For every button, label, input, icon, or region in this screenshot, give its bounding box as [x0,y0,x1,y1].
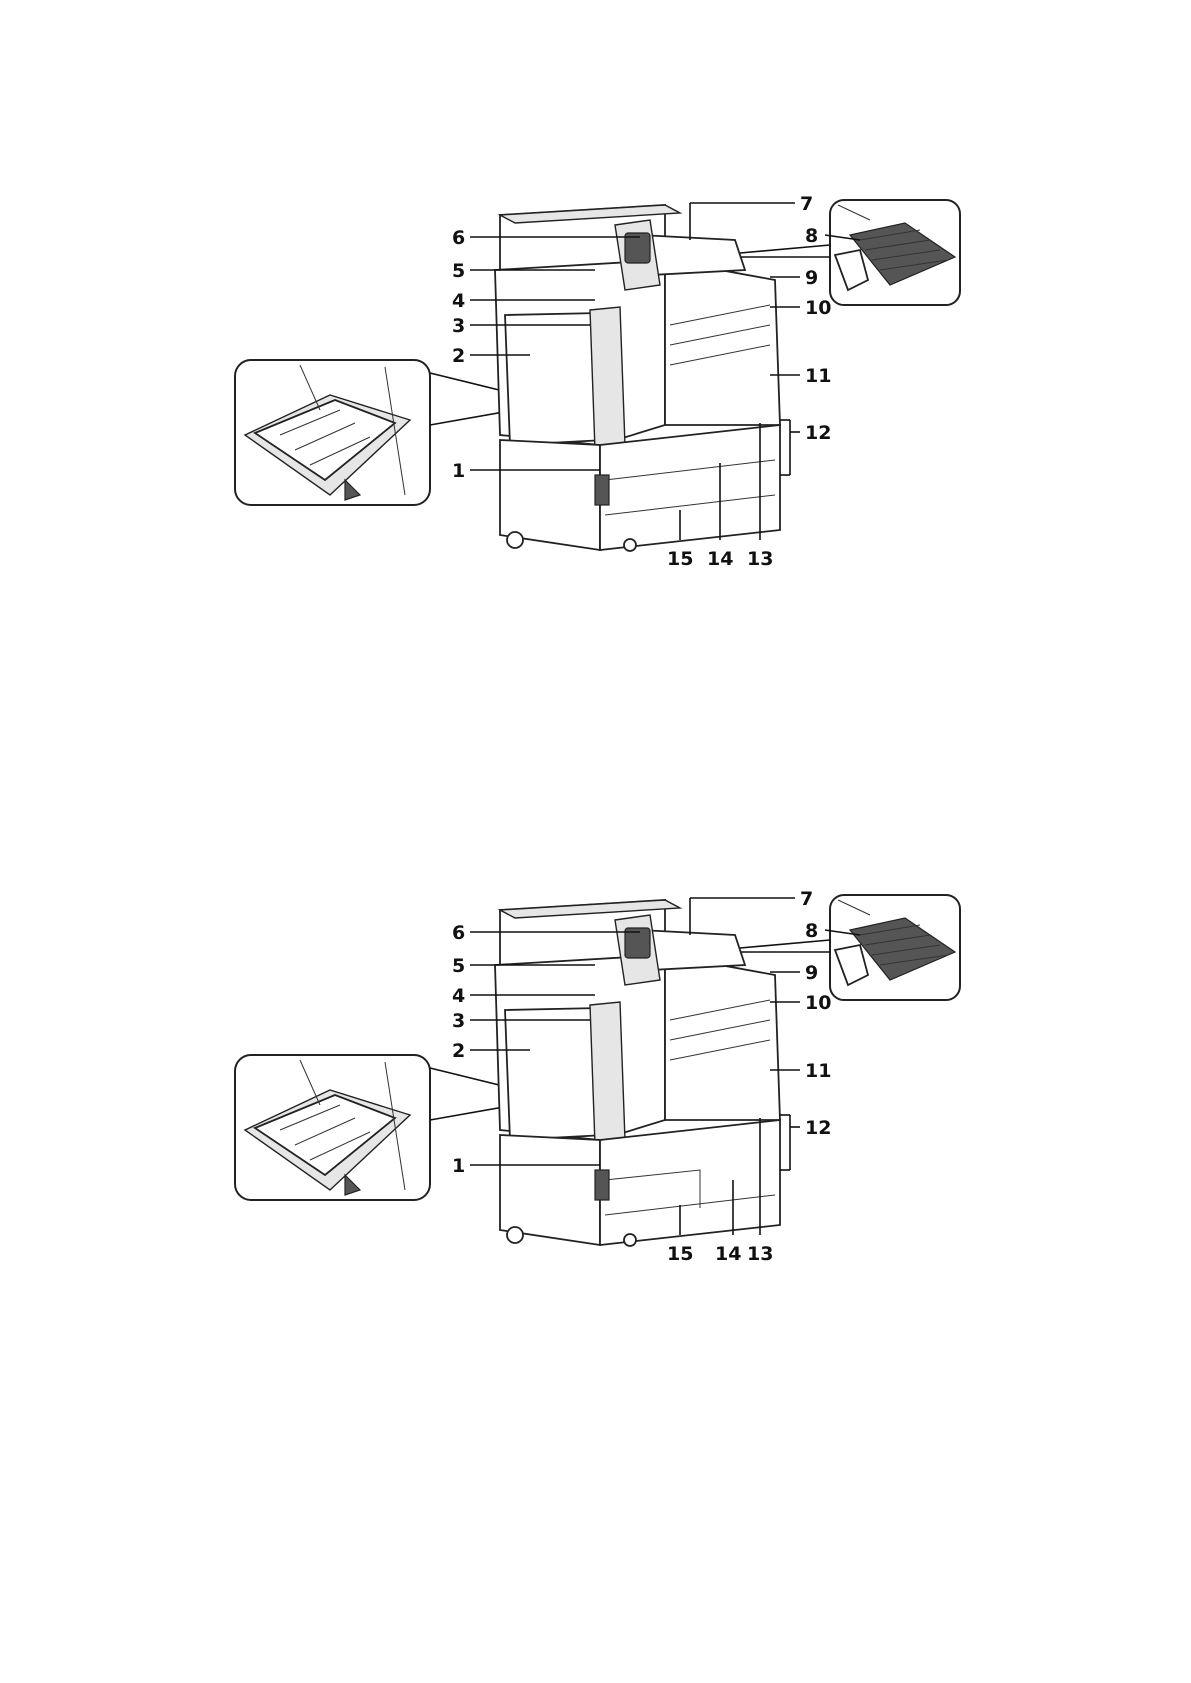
printer-body-icon [494,899,781,1247]
callout-14: 14 [715,1243,741,1265]
callout-4: 4 [452,290,465,312]
callout-6: 6 [452,922,465,944]
callout-5: 5 [452,260,465,282]
printer-diagram-top: 1 2 3 4 5 6 7 8 9 10 11 12 13 14 15 [0,193,1191,615]
callout-11: 11 [805,1060,831,1082]
callout-10: 10 [805,297,831,319]
callout-2: 2 [452,345,465,367]
callout-2: 2 [452,1040,465,1062]
callout-3: 3 [452,1010,465,1032]
printer-illustration-bottom: 1 2 3 4 5 6 7 8 9 10 11 12 13 14 15 [234,888,961,1265]
callout-11: 11 [805,365,831,387]
callout-5: 5 [452,955,465,977]
callout-9: 9 [805,962,818,984]
callout-6: 6 [452,227,465,249]
callout-8: 8 [805,225,818,247]
printer-illustration-top: 1 2 3 4 5 6 7 8 9 10 11 12 13 14 15 [234,193,961,570]
callout-1: 1 [452,1155,465,1177]
callout-7: 7 [800,193,813,215]
output-tray-inset-icon [829,894,961,1001]
callout-7: 7 [800,888,813,910]
callout-15: 15 [667,1243,693,1265]
callout-12: 12 [805,1117,831,1139]
printer-diagram-bottom: 1 2 3 4 5 6 7 8 9 10 11 12 13 14 15 [0,888,1191,1310]
callout-13: 13 [747,1243,773,1265]
callout-12: 12 [805,422,831,444]
callout-14: 14 [707,548,733,570]
callout-1: 1 [452,460,465,482]
callout-15: 15 [667,548,693,570]
callout-13: 13 [747,548,773,570]
printer-body-icon [494,204,781,552]
callout-4: 4 [452,985,465,1007]
callout-3: 3 [452,315,465,337]
callout-8: 8 [805,920,818,942]
output-tray-inset-icon [829,199,961,306]
bypass-tray-inset-icon [234,359,431,506]
callout-10: 10 [805,992,831,1014]
callout-9: 9 [805,267,818,289]
bypass-tray-inset-icon [234,1054,431,1201]
